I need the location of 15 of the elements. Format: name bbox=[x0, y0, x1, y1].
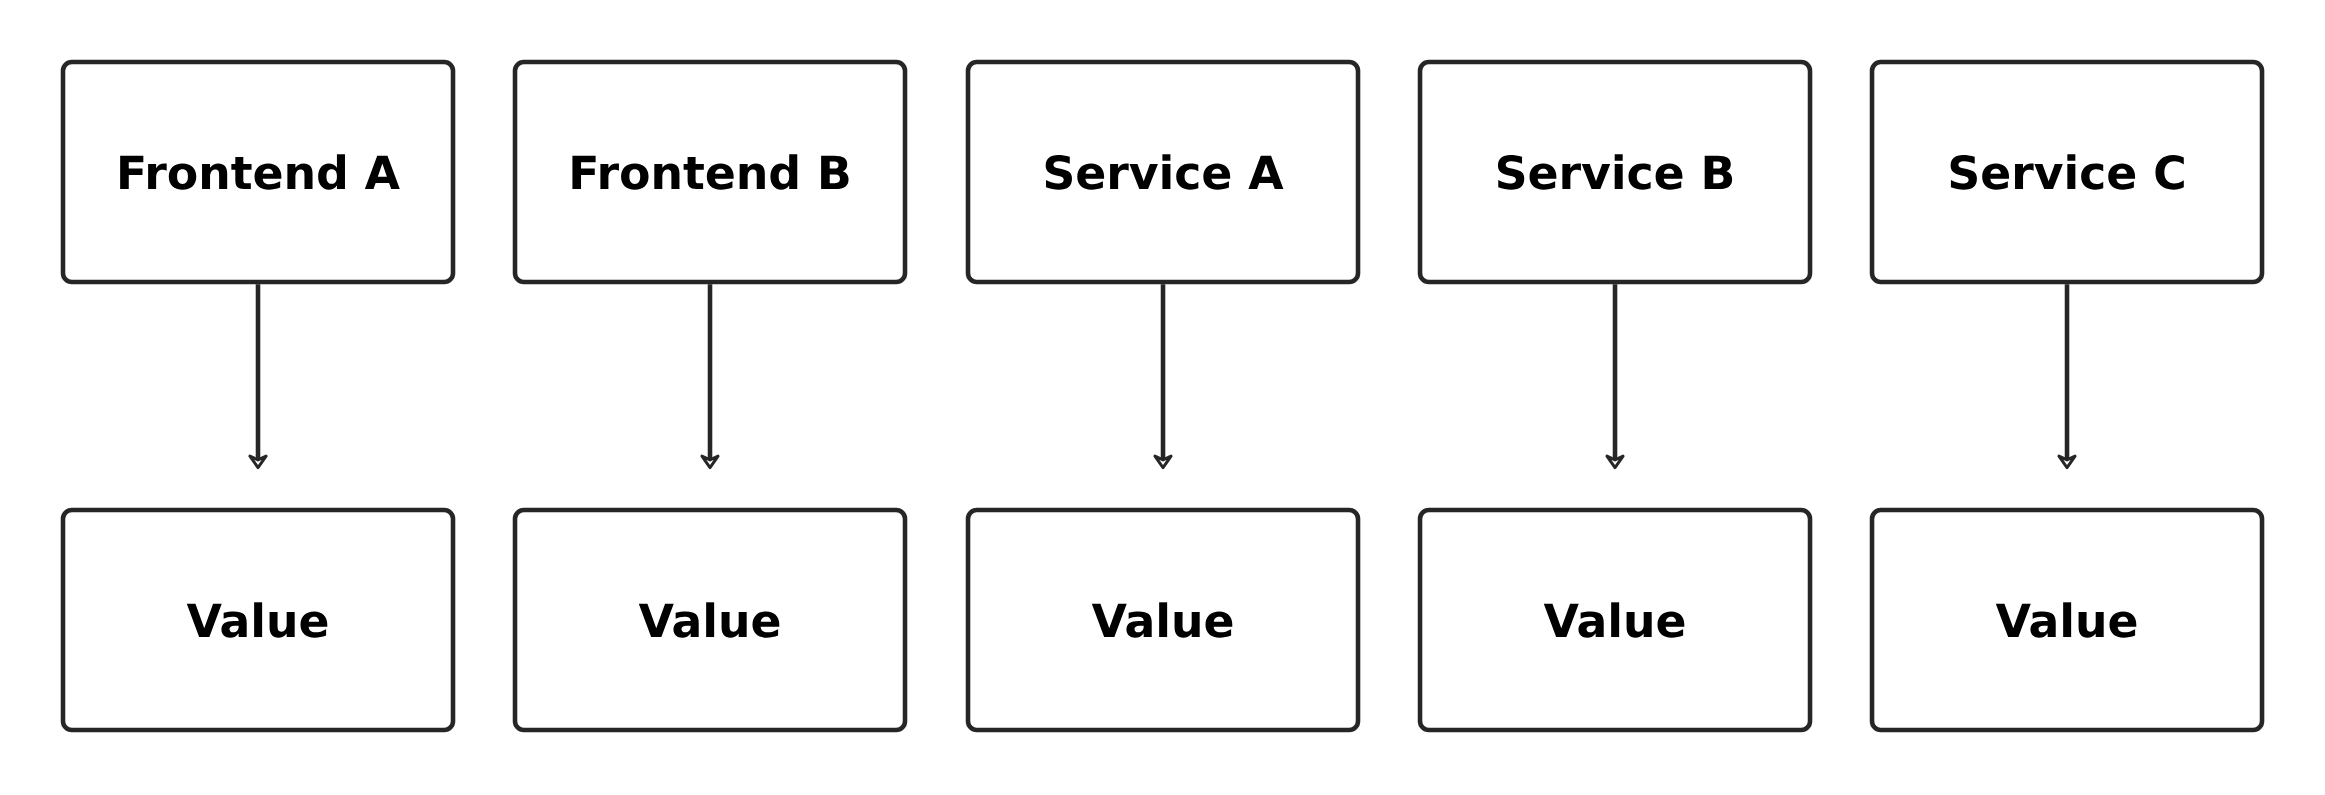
process-box: Value bbox=[1869, 507, 2265, 733]
arrow bbox=[2057, 284, 2077, 470]
arrow bbox=[700, 284, 720, 470]
process-box: Value bbox=[512, 507, 908, 733]
process-box: Value bbox=[60, 507, 456, 733]
process-box: Frontend B bbox=[512, 59, 908, 285]
process-box: Service A bbox=[965, 59, 1361, 285]
arrow bbox=[248, 284, 268, 470]
arrow bbox=[1605, 284, 1625, 470]
process-box: Value bbox=[965, 507, 1361, 733]
process-box: Service C bbox=[1869, 59, 2265, 285]
process-box: Service B bbox=[1417, 59, 1813, 285]
arrow bbox=[1153, 284, 1173, 470]
process-box: Frontend A bbox=[60, 59, 456, 285]
process-box: Value bbox=[1417, 507, 1813, 733]
